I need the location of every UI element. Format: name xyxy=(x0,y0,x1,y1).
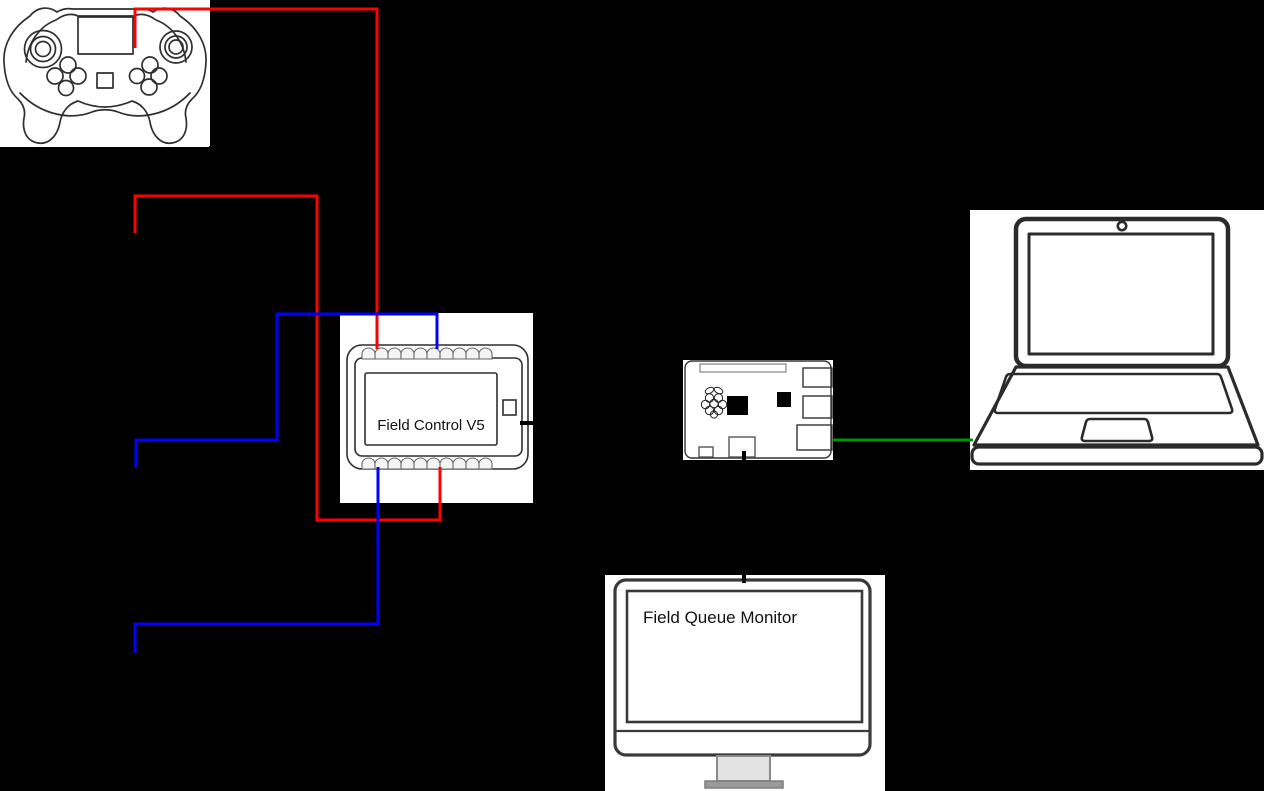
game-controller-4 xyxy=(0,0,210,146)
laptop xyxy=(970,210,1264,470)
game-controller-icon xyxy=(0,0,210,146)
queue-monitor-label: Field Queue Monitor xyxy=(643,608,798,627)
laptop-icon xyxy=(970,210,1264,470)
field-queue-monitor xyxy=(605,575,885,791)
vex-brain-icon xyxy=(340,313,533,503)
field-control-brain xyxy=(340,313,533,503)
raspberry-pi-board xyxy=(683,360,833,460)
raspberry-pi-icon xyxy=(683,360,833,460)
field-control-label: Field Control V5 xyxy=(377,417,485,434)
